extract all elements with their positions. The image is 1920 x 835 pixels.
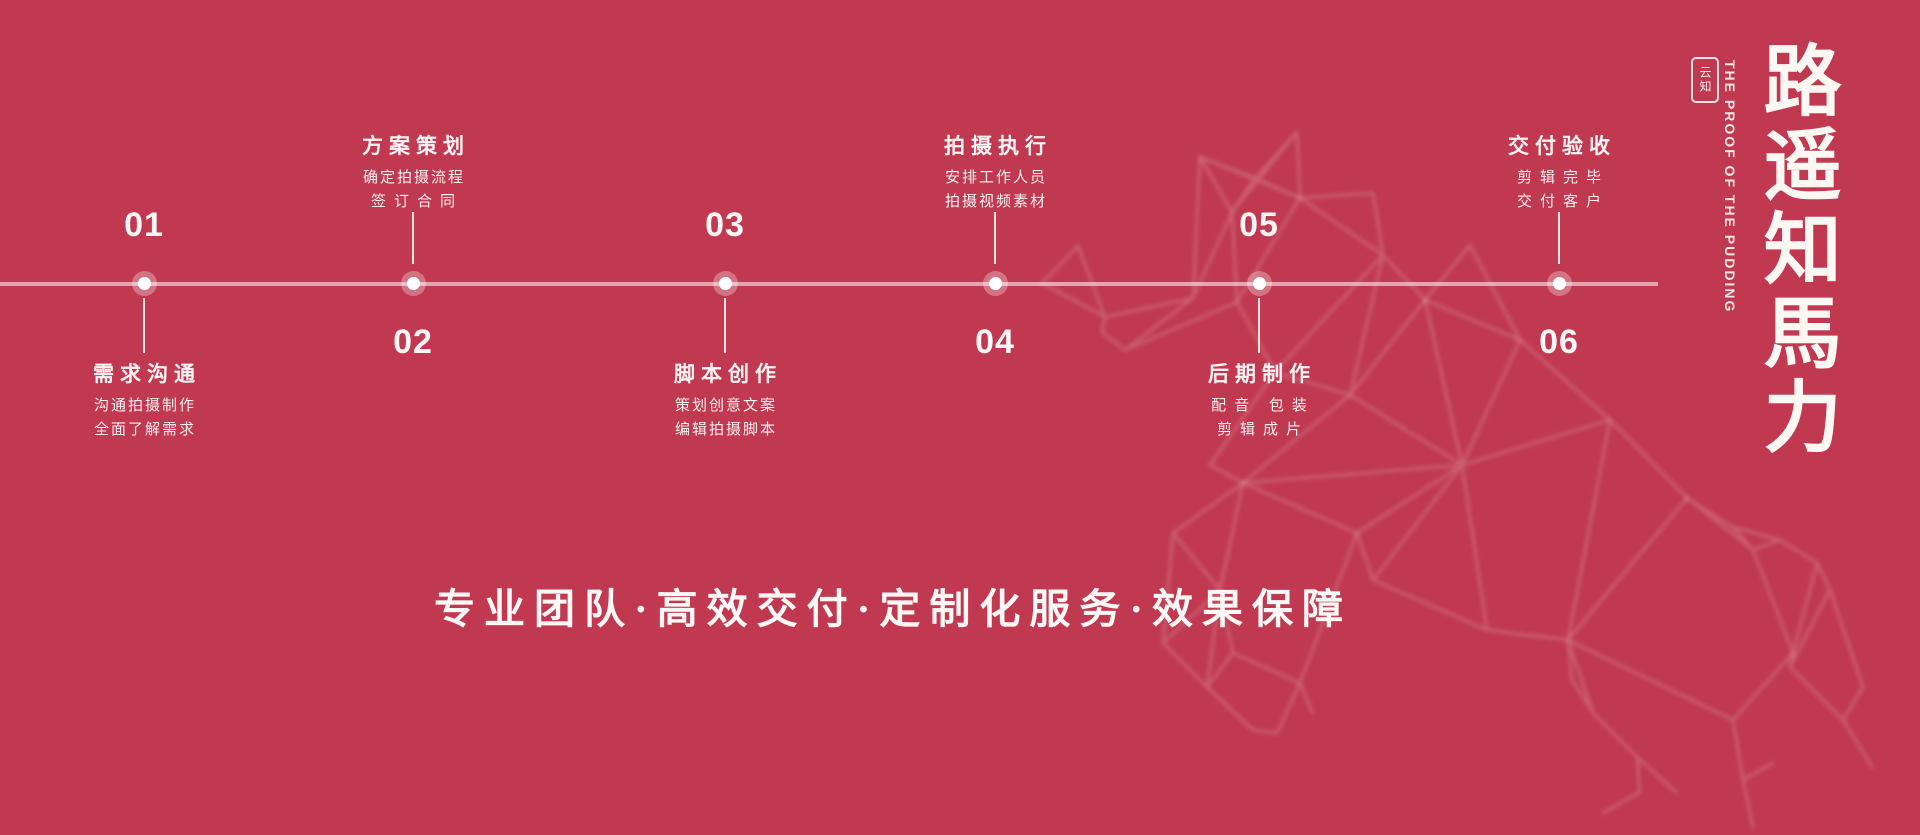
step-dot <box>718 277 732 290</box>
step-title: 交付验收 <box>1508 134 1616 158</box>
step-desc-line-2: 全面了解需求 <box>93 422 196 438</box>
brand-title-vertical: 路遥知馬力 <box>1752 40 1840 460</box>
step-connector <box>412 212 414 264</box>
step-number: 06 <box>1539 323 1579 361</box>
step-dot <box>1252 277 1266 290</box>
step-connector <box>143 298 145 353</box>
step-desc-line-2: 交付客户 <box>1516 194 1609 210</box>
step-connector <box>724 298 726 353</box>
step-title: 方案策划 <box>362 134 470 158</box>
step-dot <box>988 277 1002 290</box>
step-desc-line-2: 剪辑成片 <box>1216 422 1309 438</box>
step-desc-line-2: 编辑拍摄脚本 <box>674 422 777 438</box>
step-number: 05 <box>1239 206 1279 244</box>
timeline-axis <box>0 282 1658 286</box>
step-desc-line-1: 配音 包装 <box>1211 398 1315 414</box>
step-desc-line-1: 剪辑完毕 <box>1516 170 1609 186</box>
step-dot <box>406 277 420 290</box>
step-dot <box>1552 277 1566 290</box>
step-connector <box>994 212 996 264</box>
step-dot <box>137 277 151 290</box>
step-connector <box>1558 212 1560 264</box>
step-number: 02 <box>393 323 433 361</box>
step-number: 03 <box>705 206 745 244</box>
step-number: 04 <box>975 323 1015 361</box>
step-desc-line-1: 沟通拍摄制作 <box>93 398 196 414</box>
step-desc-line-1: 安排工作人员 <box>944 170 1047 186</box>
step-title: 脚本创作 <box>674 362 782 386</box>
step-desc-line-1: 确定拍摄流程 <box>362 170 465 186</box>
seal-text: 云知 <box>1698 66 1712 94</box>
step-desc-line-1: 策划创意文案 <box>674 398 777 414</box>
step-title: 拍摄执行 <box>944 134 1052 158</box>
step-number: 01 <box>124 206 164 244</box>
step-connector <box>1258 298 1260 353</box>
step-desc-line-2: 拍摄视频素材 <box>944 194 1047 210</box>
step-desc-line-2: 签订合同 <box>370 194 463 210</box>
footer-slogan: 专业团队·高效交付·定制化服务·效果保障 <box>433 586 1353 632</box>
step-title: 后期制作 <box>1208 362 1316 386</box>
brand-subtitle-vertical: THE PROOF OF THE PUDDING <box>1722 60 1738 314</box>
brand-seal-stamp-icon: 云知 <box>1691 57 1719 103</box>
step-title: 需求沟通 <box>93 362 201 386</box>
